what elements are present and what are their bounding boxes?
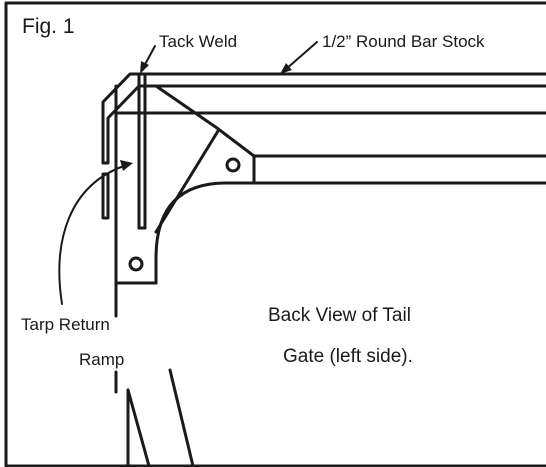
round-bar-arrowhead [280,63,292,74]
round-bar-label: 1/2” Round Bar Stock [322,32,485,51]
support-leg-2 [126,388,151,467]
pin-hole-lower [128,256,144,272]
ramp-label-line-1: Tarp Return [21,315,110,334]
ramp-leader [58,165,125,305]
ramp-label-line-2: Ramp [79,350,125,369]
tack-weld-label: Tack Weld [159,32,238,51]
tack-weld-arrowhead [140,61,149,74]
frame-inner-corner [154,181,256,285]
figure-number: Fig. 1 [22,15,75,38]
support-leg-3 [168,368,195,467]
pin-hole-upper [225,157,241,173]
ramp-arrowhead [120,160,133,171]
corner-gusset-lower [154,129,220,234]
figure-border [4,1,546,467]
corner-gusset [154,84,256,158]
view-caption-line-2: Gate (left side). [283,346,413,367]
view-caption-line-1: Back View of Tail [268,305,411,326]
ramp-lower-strip [101,172,110,220]
round-bar-leader [284,41,318,71]
